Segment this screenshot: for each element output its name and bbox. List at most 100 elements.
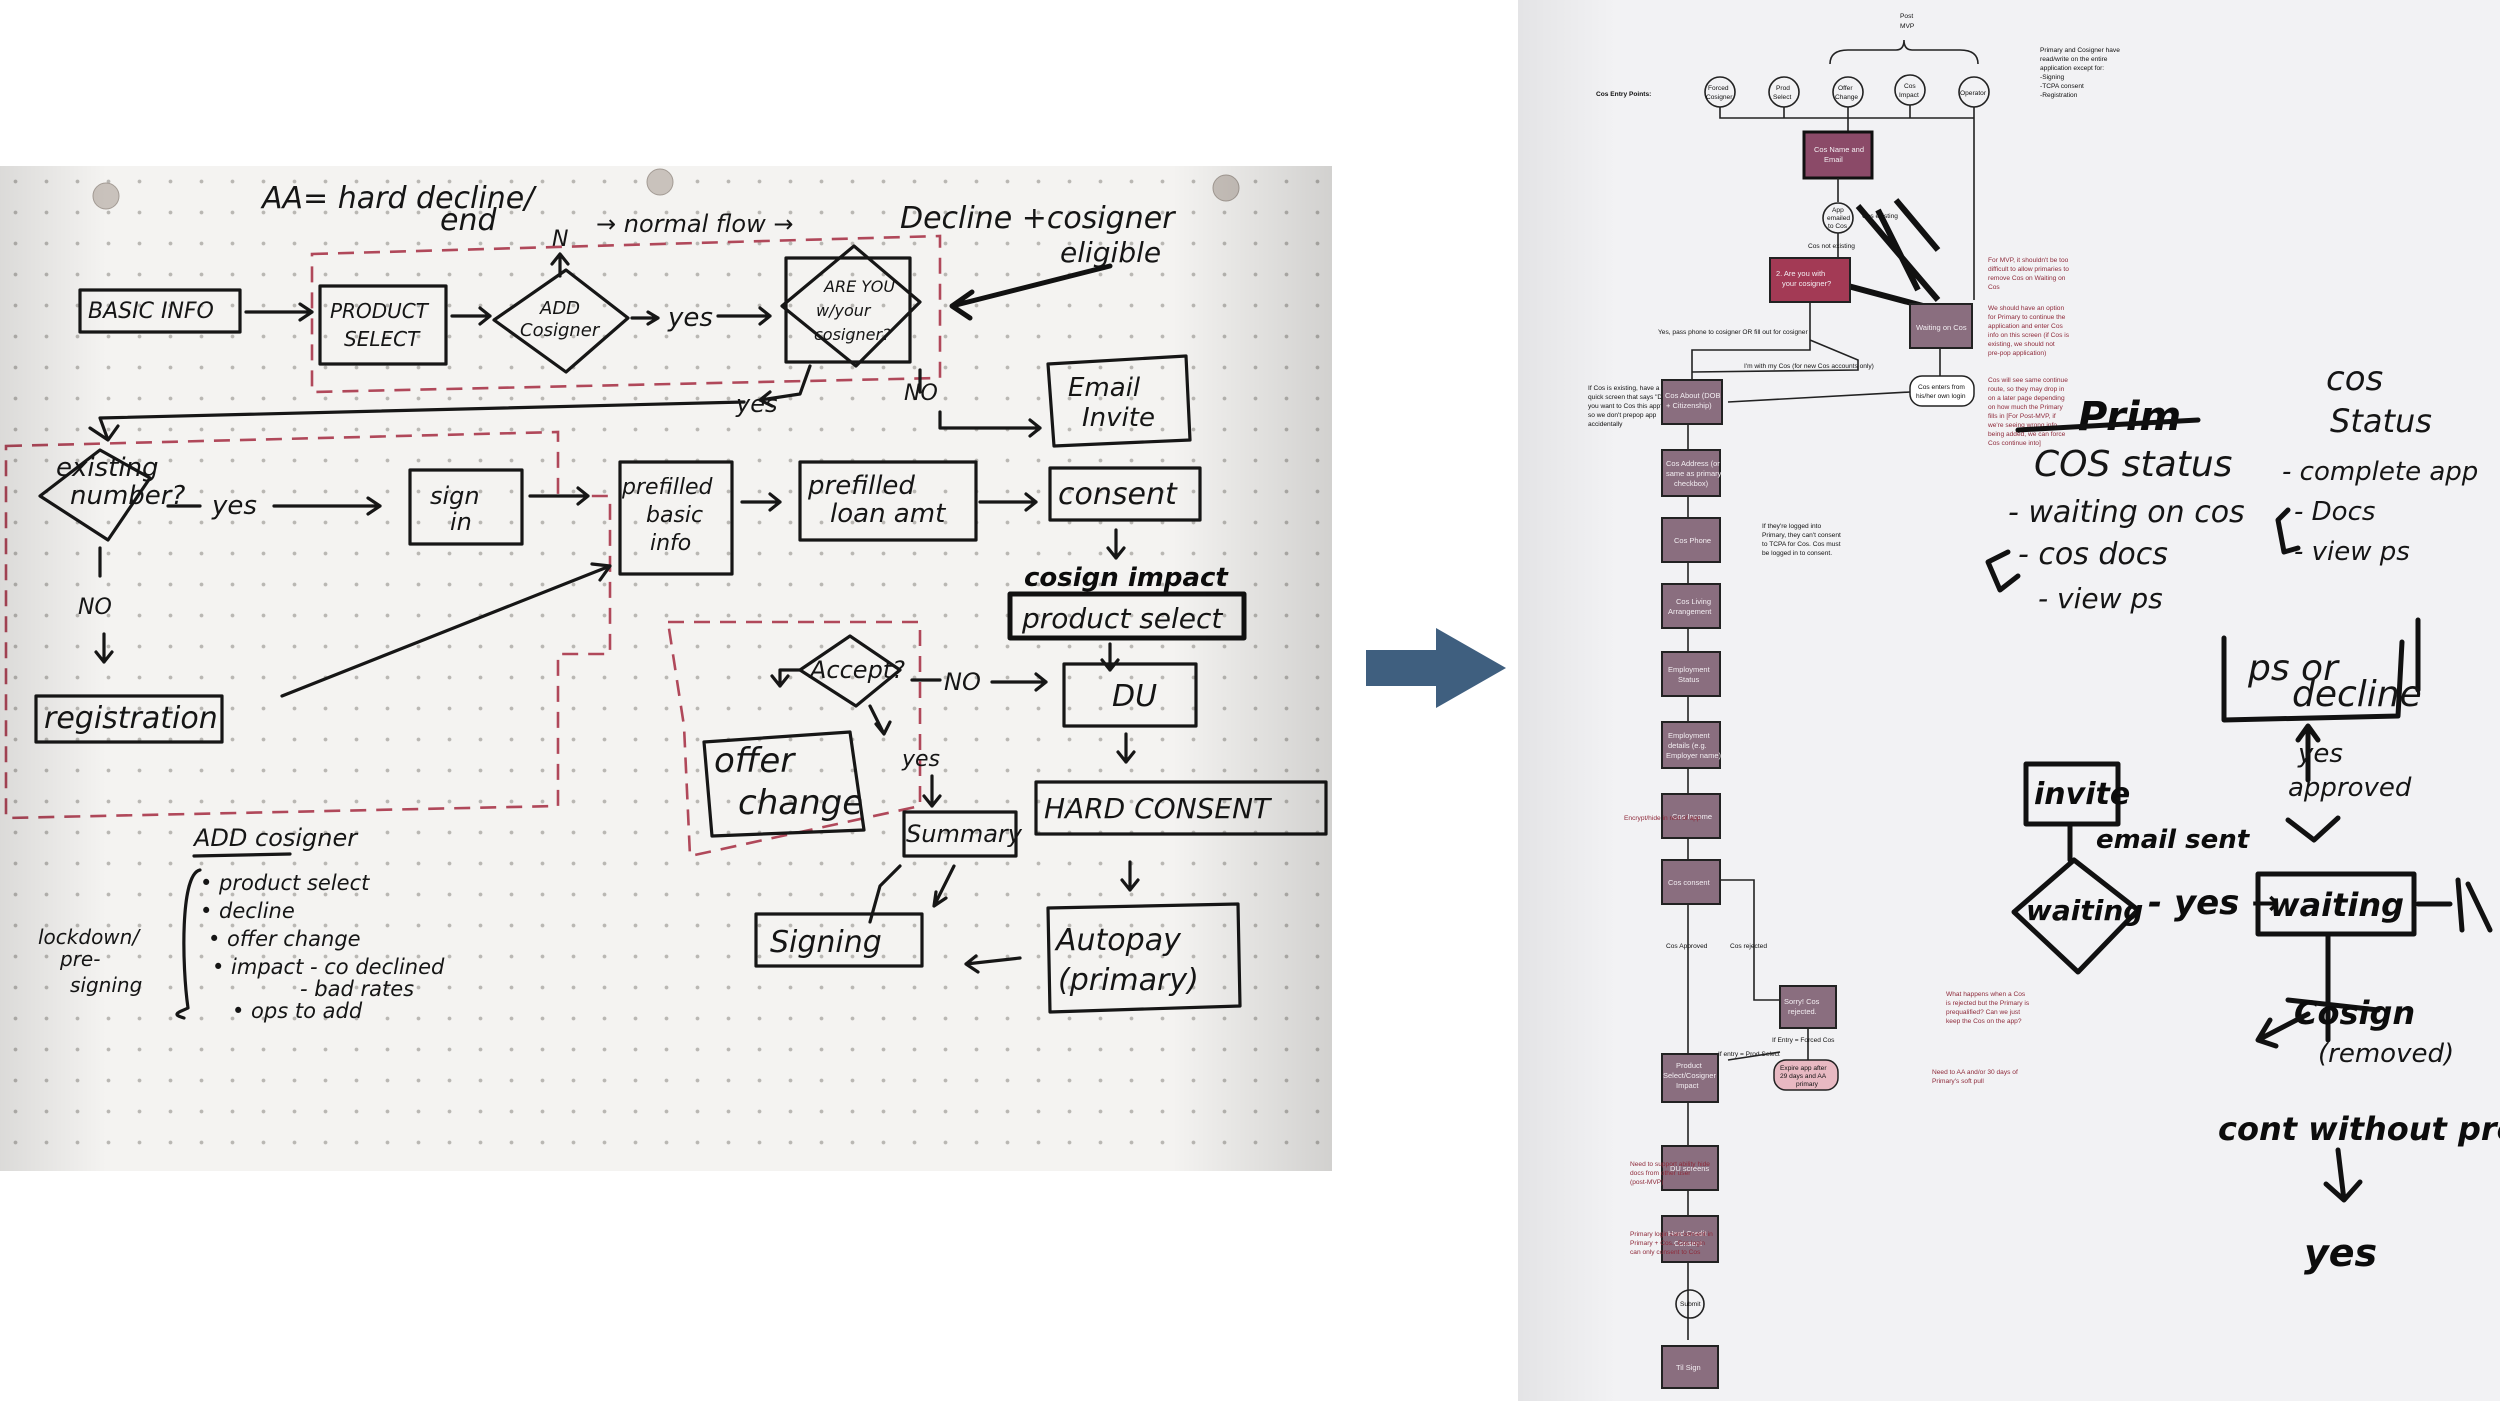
- node-label: Sorry! Cos: [1784, 997, 1820, 1006]
- arrow: [246, 304, 312, 320]
- arrow: [934, 866, 954, 906]
- node-label: Til Sign: [1676, 1363, 1701, 1372]
- note-line: -Registration: [2040, 92, 2078, 99]
- wb-item: - waiting on cos: [2008, 495, 2245, 530]
- note-line: Cos will see same continue: [1988, 377, 2068, 384]
- arrow: [980, 494, 1036, 510]
- node-label: Cos Phone: [1674, 536, 1711, 545]
- node-label: Submit: [1680, 1301, 1701, 1308]
- node-label: 29 days and AA: [1780, 1073, 1827, 1080]
- note-item: • offer change: [208, 927, 361, 951]
- entry-label: Offer: [1838, 85, 1853, 92]
- note-line: route, so they may drop in: [1988, 386, 2065, 393]
- prefilled-loan-label-1: prefilled: [807, 471, 915, 501]
- note-line: remove Cos on Waiting on: [1988, 275, 2066, 282]
- wb-invite: invite: [2034, 777, 2130, 812]
- node-label: Email: [1824, 155, 1843, 164]
- note-line: We should have an option: [1988, 305, 2064, 312]
- underline: [194, 854, 290, 856]
- entry-label: Cosigner: [1706, 94, 1733, 101]
- hard-consent-label: HARD CONSENT: [1044, 792, 1272, 825]
- note-line: being added, we can force: [1988, 431, 2066, 438]
- arrow: [96, 634, 112, 662]
- du-label: DU: [1112, 679, 1157, 714]
- wb-item: - view ps: [2038, 582, 2163, 615]
- entry-label: Cos: [1904, 83, 1916, 90]
- autopay-label: Autopay: [1054, 923, 1182, 958]
- edge-label: Yes, pass phone to cosigner OR fill out …: [1658, 329, 1808, 336]
- main-column-nodes: Cos About (DOB + Citizenship) Cos Addres…: [1662, 380, 1722, 904]
- whiteboard-sketch-photo: AA= hard decline/ end N → normal flow → …: [0, 166, 1332, 1171]
- node-employment-status: [1662, 652, 1720, 696]
- prefilled-label: prefilled: [621, 475, 714, 500]
- note-encrypt: Encrypt/hide in rest of app: [1624, 815, 1701, 822]
- wb-decline: decline: [2292, 674, 2422, 715]
- wb-arrow: [2288, 818, 2338, 840]
- note-line: quick screen that says "Do: [1588, 394, 1666, 401]
- sketch-flow-drawing: AA= hard decline/ end N → normal flow → …: [0, 166, 1332, 1171]
- in-label: in: [450, 508, 472, 536]
- yes-label-2: yes: [735, 390, 777, 418]
- arrow: [168, 498, 380, 514]
- node-label: Select/Cosigner: [1663, 1071, 1716, 1080]
- arrow: [718, 308, 770, 324]
- note-item: • product select: [200, 871, 370, 895]
- edge-label: Cos Approved: [1666, 943, 1708, 950]
- wb-waiting: waiting: [2026, 894, 2143, 927]
- edge-label: Cos not existing: [1808, 243, 1855, 250]
- no-label-2: NO: [78, 595, 112, 620]
- arrow: [870, 706, 890, 734]
- note-line: pre-pop application): [1988, 350, 2046, 357]
- node-label: details (e.g.: [1668, 741, 1707, 750]
- printed-flowchart: Post MVP Cos Entry Points: Forced Cosign…: [1518, 0, 2500, 1401]
- note-item: • ops to add: [232, 999, 363, 1023]
- note-line: prequalified? Can we just: [1946, 1009, 2020, 1016]
- edge-label: I'm with my Cos (for new Cos accounts on…: [1744, 363, 1874, 370]
- email-label: Email: [1068, 373, 1141, 403]
- note-line: Primary login can consent in: [1630, 1231, 1713, 1238]
- node-label: Cos Address (or: [1666, 459, 1720, 468]
- arrow: [966, 956, 1020, 972]
- entry-prod-select: [1769, 77, 1799, 107]
- wb-marks: [2418, 880, 2490, 930]
- node-label: your cosigner?: [1782, 279, 1831, 288]
- wb-arrow: [1988, 552, 2018, 590]
- entry-points-label: Cos Entry Points:: [1596, 91, 1651, 98]
- wb-item: - cos docs: [2018, 537, 2168, 572]
- node-label: primary: [1796, 1081, 1819, 1088]
- note-line: Primary, they can't consent: [1762, 532, 1841, 539]
- arrow: [1118, 734, 1134, 762]
- note-line: What happens when a Cos: [1946, 991, 2026, 998]
- node-label: Cos Name and: [1814, 145, 1864, 154]
- wb-removed: (removed): [2318, 1039, 2454, 1069]
- binder-hole: [647, 169, 673, 195]
- wb-cos-status: COS status: [2034, 444, 2232, 485]
- add-cosigner-label-2: Cosigner: [520, 320, 601, 341]
- invite-label: Invite: [1082, 403, 1155, 433]
- entry-label: Impact: [1899, 92, 1919, 99]
- node-label: Waiting on Cos: [1916, 323, 1967, 332]
- arrow-to-are-you: [952, 266, 1110, 318]
- box-product-select: [320, 286, 446, 364]
- wb-email-sent: email sent: [2096, 825, 2251, 855]
- note-cos-same: Cos will see same continue route, so the…: [1987, 377, 2068, 447]
- node-label: his/her own login: [1916, 393, 1966, 400]
- add-cosigner-label-1: ADD: [539, 298, 580, 319]
- node-label: Cos Living: [1676, 597, 1711, 606]
- no-label-3: NO: [944, 668, 981, 696]
- arrow: [1108, 530, 1124, 558]
- note-line: read/write on the entire: [2040, 56, 2108, 63]
- consent-label: consent: [1058, 477, 1178, 512]
- node-label: Impact: [1676, 1081, 1699, 1090]
- note-line: -Signing: [2040, 74, 2065, 81]
- note-end: end: [440, 203, 497, 238]
- note-line: application except for:: [2040, 65, 2104, 72]
- existing-label: existing: [56, 453, 159, 483]
- entry-label: Operator: [1960, 90, 1987, 97]
- note-line: for Primary to continue the: [1988, 314, 2066, 321]
- note-line: accidentally: [1588, 421, 1623, 428]
- edge-label: If Entry = Forced Cos: [1772, 1037, 1835, 1044]
- note-logged-in: If they're logged into Primary, they can…: [1762, 523, 1841, 557]
- wb-yes-bottom: yes: [2304, 1231, 2377, 1275]
- are-you-label-2: w/your: [816, 301, 872, 320]
